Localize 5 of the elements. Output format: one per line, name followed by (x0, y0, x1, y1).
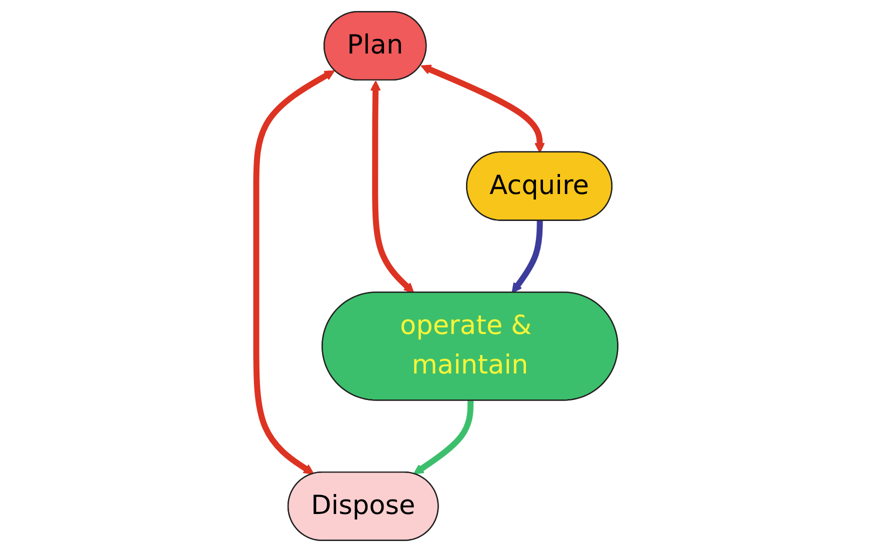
arrow (253, 70, 335, 474)
arrow (413, 400, 474, 474)
arrow (370, 80, 414, 294)
arrow (420, 64, 545, 153)
arrow (512, 220, 543, 294)
